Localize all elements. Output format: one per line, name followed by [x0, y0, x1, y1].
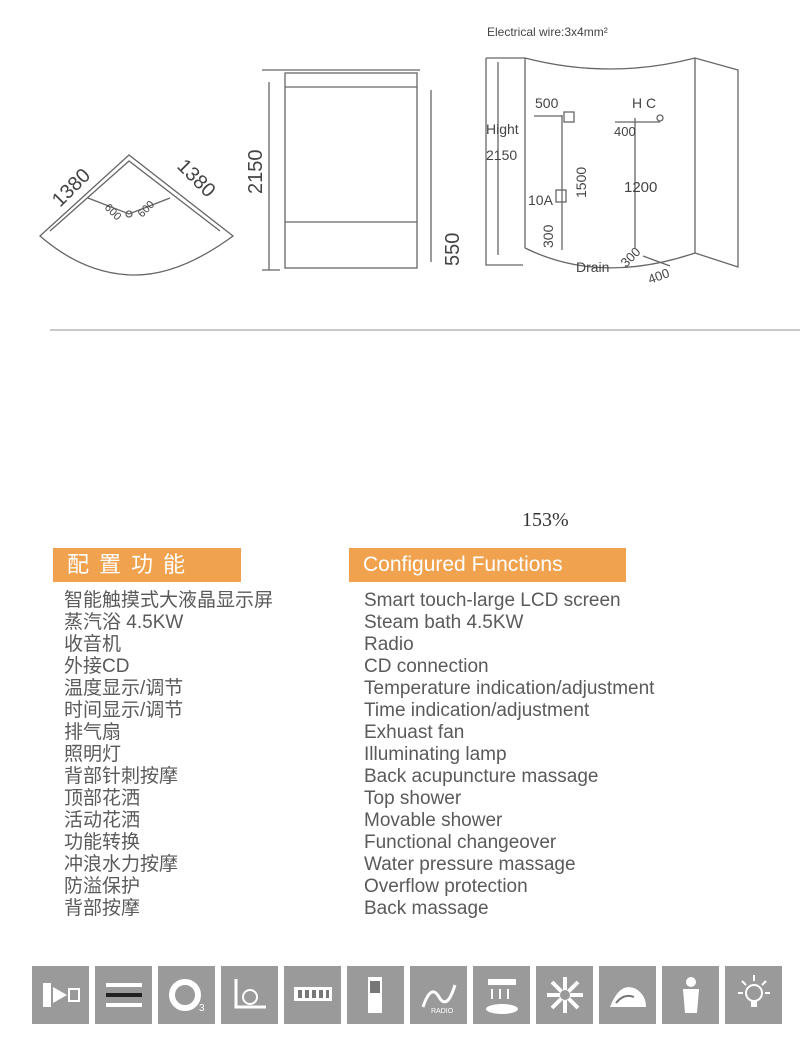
side-1200: 1200	[624, 179, 657, 196]
steam-icon	[95, 966, 152, 1024]
feature-icons-row: 3 RADIO	[32, 966, 782, 1024]
side-hc: H C	[632, 95, 656, 111]
side-drain: Drain	[576, 259, 609, 275]
list-item: 冲浪水力按摩	[64, 854, 179, 875]
massage-chair-icon	[221, 966, 278, 1024]
control-panel-icon	[284, 966, 341, 1024]
list-item: 活动花洒	[64, 810, 141, 831]
shower-icon	[473, 966, 530, 1024]
functions-header-cn: 配置功能	[53, 548, 241, 582]
person-icon	[662, 966, 719, 1024]
front-height: 2150	[245, 150, 267, 195]
list-item: 背部针刺按摩	[64, 766, 179, 787]
plan-inner-right: 600	[136, 199, 157, 220]
list-item: Temperature indication/adjustment	[364, 678, 655, 699]
list-item: Steam bath 4.5KW	[364, 612, 524, 633]
side-400-bottom: 400	[646, 265, 672, 287]
list-item: Back massage	[364, 898, 489, 919]
side-400-top: 400	[614, 124, 636, 139]
plan-view	[39, 154, 235, 276]
list-item: Illuminating lamp	[364, 744, 507, 765]
ozone-icon: 3	[158, 966, 215, 1024]
electrical-wire-label: Electrical wire:3x4mm²	[487, 25, 608, 39]
list-item: 背部按摩	[64, 898, 141, 919]
functions-list-cn: 智能触摸式大液晶显示屏 蒸汽浴 4.5KW 收音机 外接CD 温度显示/调节 时…	[64, 590, 273, 920]
list-item: Overflow protection	[364, 876, 528, 897]
svg-text:RADIO: RADIO	[431, 1008, 454, 1015]
side-500: 500	[535, 95, 559, 111]
functions-header-en: Configured Functions	[349, 548, 626, 582]
list-item: 防溢保护	[64, 876, 141, 897]
list-item: 功能转换	[64, 832, 141, 853]
lcd-screen-icon	[32, 966, 89, 1024]
list-item: Radio	[364, 634, 414, 655]
side-300-left: 300	[540, 224, 556, 248]
list-item: 温度显示/调节	[64, 678, 184, 699]
front-base: 550	[442, 233, 464, 266]
radio-icon: RADIO	[410, 966, 467, 1024]
svg-text:3: 3	[199, 1003, 205, 1014]
list-item: 收音机	[64, 634, 122, 655]
list-item: Back acupuncture massage	[364, 766, 599, 787]
list-item: 时间显示/调节	[64, 700, 184, 721]
side-view	[485, 57, 739, 269]
side-hight-value: 2150	[486, 147, 517, 163]
list-item: Smart touch-large LCD screen	[364, 590, 621, 611]
list-item: 排气扇	[64, 722, 122, 743]
list-item: Exhuast fan	[364, 722, 465, 743]
technical-drawing: 1380 1380 600 600 2150 550 Electrical wi…	[39, 25, 739, 287]
list-item: 蒸汽浴 4.5KW	[64, 612, 184, 633]
front-view	[262, 69, 432, 271]
list-item: 外接CD	[64, 656, 130, 677]
list-item: CD connection	[364, 656, 489, 677]
side-hight-word: Hight	[486, 121, 519, 137]
phone-icon	[347, 966, 404, 1024]
side-1500: 1500	[573, 167, 589, 198]
plan-dim-left: 1380	[48, 165, 95, 212]
lamp-icon	[725, 966, 782, 1024]
list-item: 顶部花洒	[64, 788, 141, 809]
water-massage-icon	[599, 966, 656, 1024]
zoom-level: 153%	[522, 509, 569, 531]
list-item: Top shower	[364, 788, 462, 809]
list-item: Movable shower	[364, 810, 503, 831]
side-10a: 10A	[528, 192, 554, 208]
section-divider	[50, 329, 800, 331]
fan-icon	[536, 966, 593, 1024]
list-item: Water pressure massage	[364, 854, 576, 875]
list-item: 照明灯	[64, 744, 122, 765]
list-item: Time indication/adjustment	[364, 700, 590, 721]
list-item: 智能触摸式大液晶显示屏	[64, 590, 274, 611]
functions-list-en: Smart touch-large LCD screen Steam bath …	[364, 590, 654, 920]
list-item: Functional changeover	[364, 832, 557, 853]
